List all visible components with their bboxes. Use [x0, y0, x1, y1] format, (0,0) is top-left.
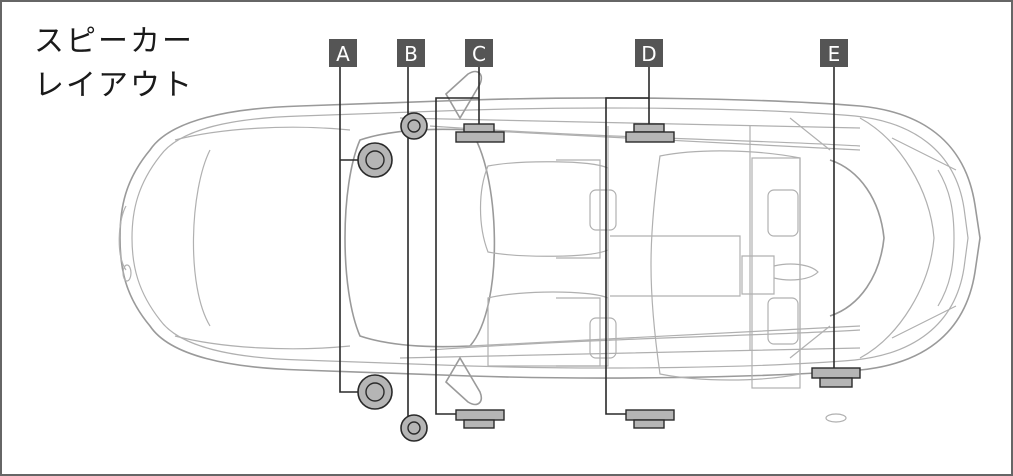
label-b-text: B	[404, 42, 418, 66]
speaker-b-left	[400, 112, 428, 140]
speaker-c-left	[455, 123, 505, 143]
title-line-2: レイアウト	[34, 68, 194, 103]
label-a: A	[329, 39, 357, 67]
speaker-a-front-right	[357, 374, 393, 410]
label-e: E	[820, 39, 848, 67]
speaker-e	[811, 367, 861, 388]
title-line-1: スピーカー	[34, 24, 194, 59]
label-d: D	[635, 39, 663, 67]
leader-c	[435, 67, 480, 415]
speaker-d-left	[625, 123, 675, 143]
label-d-text: D	[641, 42, 656, 66]
leader-a	[339, 67, 360, 393]
speaker-c-right	[455, 409, 505, 429]
label-e-text: E	[828, 42, 841, 66]
speaker-d-right	[625, 409, 675, 429]
speaker-b-right	[400, 414, 428, 442]
car-top-view-icon	[118, 70, 981, 423]
page-title: スピーカー レイアウト	[34, 20, 194, 108]
leader-d	[605, 67, 650, 415]
label-c: C	[465, 39, 493, 67]
label-c-text: C	[472, 42, 486, 66]
speaker-a-front-left	[357, 142, 393, 178]
label-a-text: A	[336, 42, 350, 66]
label-b: B	[397, 39, 425, 67]
